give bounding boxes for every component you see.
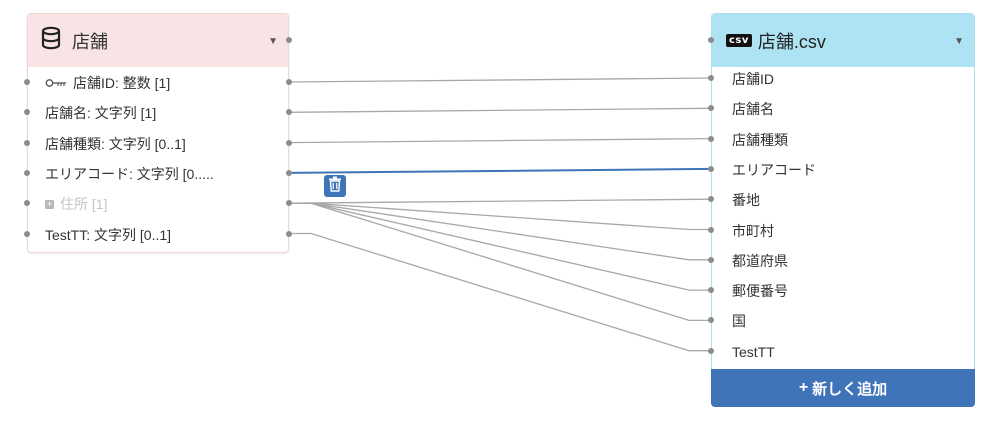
- add-new-button[interactable]: + 新しく追加: [711, 369, 975, 407]
- entity-row-left-port[interactable]: [24, 109, 30, 116]
- csv-column-label: 店舗名: [732, 101, 774, 118]
- csv-column-row[interactable]: 郵便番号: [712, 276, 974, 306]
- entity-attribute-row[interactable]: TestTT: 文字列 [0..1]: [28, 220, 288, 250]
- mapping-wire[interactable]: [289, 232, 711, 352]
- csv-column-port[interactable]: [708, 105, 714, 112]
- csv-column-port[interactable]: [708, 75, 714, 81]
- entity-attribute-label: 住所 [1]: [60, 196, 108, 213]
- csv-column-port[interactable]: [708, 165, 714, 172]
- entity-row-right-port[interactable]: [286, 169, 292, 176]
- plus-icon: +: [798, 379, 809, 396]
- chevron-down-icon[interactable]: ▼: [954, 36, 964, 47]
- entity-attribute-label: 店舗名: 文字列 [1]: [45, 105, 157, 122]
- csv-column-row[interactable]: TestTT: [712, 337, 974, 367]
- csv-column-label: エリアコード: [732, 161, 816, 178]
- entity-row-right-port[interactable]: [286, 230, 292, 237]
- chevron-down-icon[interactable]: ▼: [268, 36, 278, 47]
- csv-file-icon: csv: [726, 34, 752, 47]
- csv-column-row[interactable]: 店舗ID: [712, 64, 974, 94]
- entity-attribute-label: 店舗ID: 整数 [1]: [73, 75, 171, 91]
- entity-row-left-port[interactable]: [24, 230, 30, 237]
- csv-column-port[interactable]: [708, 287, 714, 294]
- entity-row-left-port[interactable]: [24, 169, 30, 176]
- csv-column-label: TestTT: [732, 343, 775, 360]
- csv-column-port[interactable]: [708, 347, 714, 354]
- mapping-wire[interactable]: [289, 202, 711, 261]
- csv-header-port[interactable]: [708, 37, 714, 43]
- csv-column-label: 番地: [732, 192, 760, 209]
- entity-card[interactable]: 店舗 ▼ 店舗ID: 整数 [1] 店舗名: 文字列 [1] 店舗種類: 文字列 […: [27, 13, 289, 253]
- mapping-wire[interactable]: [288, 107, 712, 113]
- entity-row-right-port[interactable]: [286, 200, 292, 207]
- entity-attribute-row[interactable]: 店舗種類: 文字列 [0..1]: [28, 129, 288, 159]
- entity-row-left-port[interactable]: [24, 79, 30, 85]
- selected-mapping-wire[interactable]: [288, 167, 712, 174]
- delete-mapping-button[interactable]: [324, 175, 346, 197]
- trash-icon: [328, 176, 342, 197]
- mapping-wire[interactable]: [289, 202, 711, 322]
- entity-header-port[interactable]: [286, 37, 292, 43]
- expand-icon[interactable]: +: [45, 198, 54, 209]
- csv-column-row[interactable]: 国: [712, 306, 974, 336]
- database-icon: [40, 26, 62, 55]
- csv-column-row[interactable]: 市町村: [712, 216, 974, 246]
- entity-attribute-row[interactable]: + 住所 [1]: [28, 189, 288, 219]
- add-new-label: 新しく追加: [812, 380, 888, 398]
- csv-column-port[interactable]: [708, 196, 714, 203]
- csv-header[interactable]: csv 店舗.csv ▼: [712, 14, 974, 67]
- entity-row-right-port[interactable]: [286, 79, 292, 85]
- csv-column-row[interactable]: 店舗名: [712, 94, 974, 124]
- csv-column-label: 市町村: [732, 222, 774, 239]
- csv-column-port[interactable]: [708, 226, 714, 233]
- entity-attribute-row[interactable]: 店舗名: 文字列 [1]: [28, 98, 288, 128]
- entity-attribute-label: エリアコード: 文字列 [0.....: [45, 165, 214, 182]
- entity-row-right-port[interactable]: [286, 109, 292, 116]
- csv-column-label: 国: [732, 313, 746, 330]
- mapping-wire[interactable]: [288, 198, 712, 204]
- key-icon: [45, 75, 73, 91]
- csv-column-port[interactable]: [708, 256, 714, 263]
- entity-attribute-label: TestTT: 文字列 [0..1]: [45, 226, 172, 243]
- csv-column-row[interactable]: エリアコード: [712, 155, 974, 185]
- csv-column-port[interactable]: [708, 317, 714, 324]
- csv-title: 店舗.csv: [757, 31, 826, 52]
- csv-column-label: 店舗種類: [732, 131, 788, 148]
- entity-attribute-label: 店舗種類: 文字列 [0..1]: [45, 135, 186, 152]
- entity-row-right-port[interactable]: [286, 139, 292, 146]
- csv-column-port[interactable]: [708, 135, 714, 142]
- csv-column-label: 郵便番号: [732, 283, 788, 300]
- entity-attribute-row[interactable]: 店舗ID: 整数 [1]: [28, 68, 288, 98]
- csv-column-row[interactable]: 番地: [712, 185, 974, 215]
- entity-row-left-port[interactable]: [24, 139, 30, 146]
- csv-card[interactable]: csv 店舗.csv ▼ 店舗ID 店舗名店舗種類エリアコード番地市町村都道府県郵…: [711, 13, 975, 407]
- csv-column-row[interactable]: 店舗種類: [712, 125, 974, 155]
- csv-column-row[interactable]: 都道府県: [712, 246, 974, 276]
- entity-title: 店舗: [72, 31, 108, 52]
- csv-column-label: 都道府県: [732, 252, 788, 269]
- mapping-wire[interactable]: [288, 137, 712, 144]
- entity-attribute-row[interactable]: エリアコード: 文字列 [0.....: [28, 159, 288, 189]
- mapping-wire[interactable]: [288, 77, 712, 83]
- entity-header[interactable]: 店舗 ▼: [28, 14, 288, 67]
- entity-row-left-port[interactable]: [24, 200, 30, 207]
- csv-column-label: 店舗ID: [732, 71, 774, 87]
